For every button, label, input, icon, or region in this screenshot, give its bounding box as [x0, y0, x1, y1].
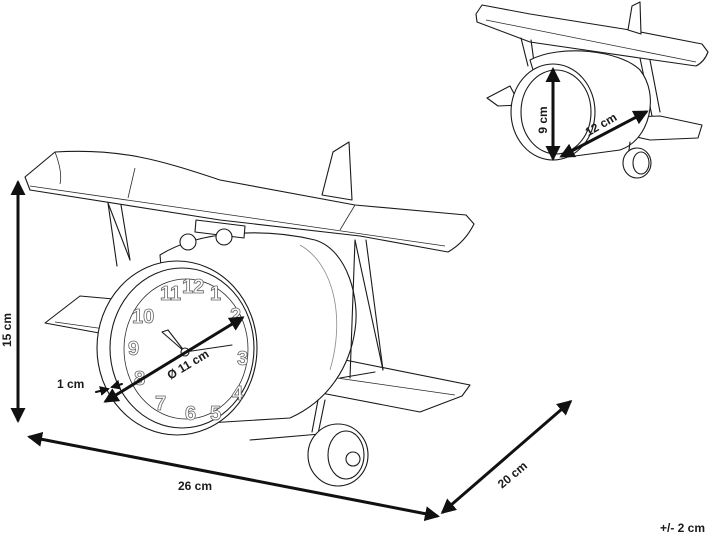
numeral-10: 10 [132, 306, 154, 328]
dimension-width-26cm: 26 cm [178, 479, 212, 493]
wing-struts [107, 202, 384, 379]
tail-fin [321, 141, 353, 201]
numeral-3: 3 [237, 348, 248, 370]
biplane-clock-side-view: 9 cm 12 cm [475, 1, 709, 179]
numeral-2: 2 [230, 305, 241, 327]
tolerance-note: +/- 2 cm [660, 521, 705, 535]
dimension-height-15cm: 15 cm [0, 313, 14, 347]
numeral-12: 12 [182, 276, 204, 298]
numeral-9: 9 [128, 338, 139, 360]
dimension-height-9cm: 9 cm [536, 106, 550, 133]
numeral-5: 5 [210, 403, 221, 425]
numeral-1: 1 [210, 283, 221, 305]
numeral-6: 6 [185, 403, 196, 425]
upper-wing [24, 150, 475, 253]
dimension-bezel-1cm: 1 cm [57, 377, 84, 391]
biplane-clock-front-view: 11 12 1 10 2 9 3 8 4 7 6 5 [24, 141, 475, 487]
numeral-7: 7 [155, 393, 166, 415]
numeral-4: 4 [232, 383, 244, 405]
alarm-button [194, 219, 246, 239]
numeral-11: 11 [160, 283, 181, 305]
